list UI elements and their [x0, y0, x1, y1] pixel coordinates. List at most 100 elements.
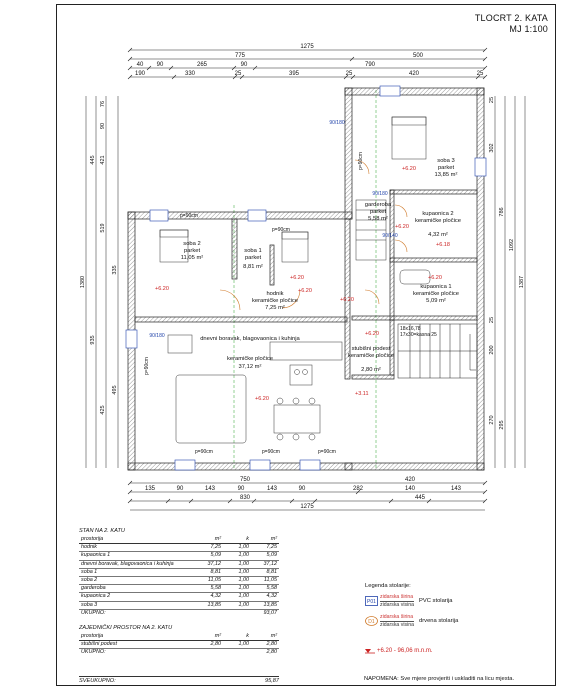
table-cell: 1,00 [223, 601, 251, 610]
dim-top-row2-3: 25 [235, 71, 242, 77]
table-row: garderoba 5,58 1,00 5,58 [79, 584, 279, 594]
room-name: stubišni podest [352, 346, 391, 352]
legend-item-wood: D1 zidarska širina zidarska visina drven… [365, 614, 458, 628]
dimension-ticks [127, 47, 488, 504]
table-row: dnevni boravak, blagovaonica i kuhinja 3… [79, 560, 279, 569]
axis-lines [233, 90, 377, 470]
table-cell: kupaonica 2 [79, 592, 195, 602]
dimension-text-top: 1275 775 500 40 90 265 90 790 190 330 25… [135, 44, 484, 77]
room-name: hodnik [266, 291, 283, 297]
dim-left-row-7: 495 [112, 385, 118, 394]
room-area: 4,32 m² [428, 232, 448, 238]
level-mark-4: +6.20 [155, 286, 169, 292]
table-cell: 1,00 [223, 576, 251, 586]
total-label: UKUPNO: [79, 608, 195, 617]
grand-total-value: 95,87 [265, 678, 279, 684]
room-floor: keramičke pločice [415, 218, 461, 224]
kitchen-island [289, 364, 313, 386]
dim-right-row-7: 295 [499, 420, 505, 429]
room-area: 5,58 m² [368, 216, 388, 222]
dim-right-mid-1: 1092 [509, 239, 515, 251]
level-note-text: +6.20 - 96,06 m.n.m. [377, 648, 433, 654]
dim-bottom-row-4: 90 [238, 486, 245, 492]
dim-top-row2-4: 395 [289, 71, 300, 77]
dim-right-row-3: 786 [499, 207, 505, 216]
floor-plan: 1275 775 500 40 90 265 90 790 190 330 25… [80, 44, 526, 511]
window-label-2: 90/180 [372, 191, 388, 197]
kitchen-counter [269, 341, 343, 361]
level-marker-icon [365, 649, 375, 654]
total-value: 93,07 [251, 608, 279, 617]
table-row: soba 3 13,85 1,00 13,85 [79, 601, 279, 610]
table-cell: 4,32 [251, 592, 279, 602]
room-name: garderoba [365, 202, 392, 208]
dimension-lines [85, 49, 526, 511]
dim-bottom-row-1: 135 [145, 486, 156, 492]
level-mark-2: +6.20 [395, 224, 409, 230]
table-cell: 1,00 [223, 543, 251, 553]
bed-soba-3 [391, 116, 427, 160]
table-cell: 1,00 [223, 640, 251, 650]
room-kupaonica-1: kupaonica 1 keramičke pločice 5,09 m² [413, 284, 459, 304]
table-cell: 13,85 [251, 601, 279, 610]
table-cell: 5,09 [195, 551, 223, 561]
legend-pvc-width: zidarska širina [380, 594, 415, 602]
dim-bottom-mid-2: 445 [415, 495, 426, 501]
table-cell: soba 2 [79, 576, 195, 586]
dim-left-row-2: 90 [100, 123, 106, 129]
svg-text:D1: D1 [368, 619, 375, 625]
door-labels: p=90cm p=90cm p=90cm p=90cm p=90cm p=90c… [144, 152, 364, 455]
dim-top-row2-6: 420 [409, 71, 420, 77]
windows [125, 85, 487, 471]
table-header-row: prostorija m² k m² [79, 536, 279, 545]
header-cell: m² [251, 632, 279, 642]
dim-top-row-5: 790 [365, 62, 376, 68]
drawing-frame [56, 4, 556, 686]
room-area: 5,09 m² [426, 298, 446, 304]
dim-left-mid-2: 935 [90, 335, 96, 344]
legend: Legenda stolarije: P01 zidarska širina z… [365, 583, 458, 634]
dim-bottom-row-3: 143 [205, 486, 216, 492]
title-block: TLOCRT 2. KATA MJ 1:100 [475, 13, 548, 35]
room-area: 11,05 m² [181, 255, 204, 261]
dim-right-row-1: 25 [489, 97, 495, 103]
level-note: +6.20 - 96,06 m.n.m. [365, 647, 433, 655]
dim-bottom-row-7: 282 [353, 486, 364, 492]
table-cell: 2,80 [195, 640, 223, 650]
room-name: soba 1 [244, 248, 261, 254]
table-cell: 1,00 [223, 584, 251, 594]
room-name: soba 3 [437, 158, 454, 164]
dim-right-row-2: 302 [489, 143, 495, 152]
table-zaj-title: ZAJEDNIČKI PROSTOR NA 2. KATU [79, 624, 173, 631]
level-mark-3: +6.18 [436, 242, 450, 248]
dim-right-row-4: 25 [489, 317, 495, 323]
room-floor: parket [438, 165, 455, 171]
dimension-text-bottom: 750 420 135 90 143 90 143 90 282 140 143… [145, 477, 462, 510]
level-marks: +6.20 +6.20 +6.18 +6.20 +6.20 +6.20 +6.2… [155, 166, 450, 402]
table-total-row: UKUPNO: 2,80 [79, 648, 279, 657]
dim-bottom-total: 1275 [300, 504, 314, 510]
sofa [167, 334, 193, 354]
table-cell: 1,00 [223, 560, 251, 569]
header-cell: k [223, 632, 251, 642]
table-header-row: prostorija m² k m² [79, 632, 279, 642]
door-label-7: p=90cm [144, 357, 150, 375]
room-floor: keramičke pločice [413, 291, 459, 297]
header-cell: prostorija [79, 536, 195, 545]
table-zaj: prostorija m² k m² stubišni podest 2,80 … [79, 632, 279, 657]
dim-right-total: 1387 [519, 276, 525, 288]
svg-text:P01: P01 [367, 599, 376, 605]
legend-wood-type: drvena stolarija [419, 618, 459, 624]
level-mark-11: +3.11 [355, 391, 369, 397]
room-garderoba: garderoba parket 5,58 m² [365, 202, 392, 222]
dim-bottom-row-2: 90 [177, 486, 184, 492]
door-label-6: p=90cm [358, 152, 364, 170]
table-row: hodnik 7,25 1,00 7,25 [79, 543, 279, 553]
room-name: kupaonica 2 [422, 211, 453, 217]
level-mark-10: +6.20 [365, 331, 379, 337]
door-label-3: p=90cm [195, 449, 213, 455]
dim-top-row2-7: 25 [477, 71, 484, 77]
room-kupaonica-2: kupaonica 2 keramičke pločice 4,32 m² [415, 211, 461, 238]
room-soba-3: soba 3 parket 13,85 m² [435, 158, 458, 178]
